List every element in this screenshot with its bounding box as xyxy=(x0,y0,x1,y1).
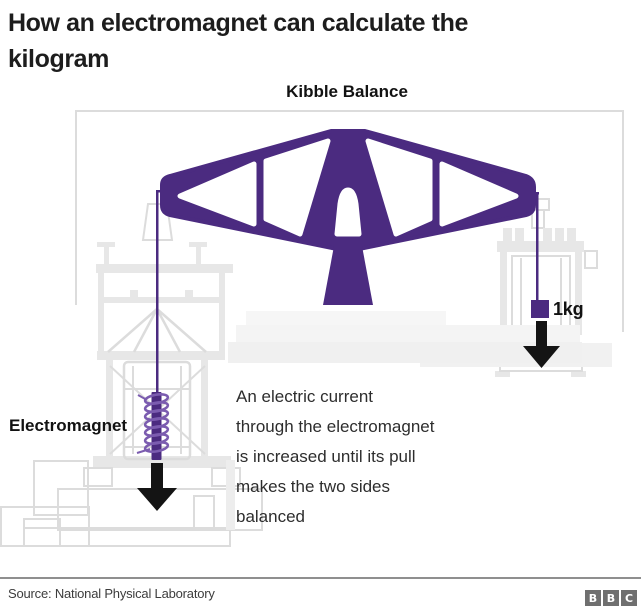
bbc-logo-block: C xyxy=(621,590,637,606)
bbc-logo: B B C xyxy=(585,590,637,606)
caption-line: makes the two sides xyxy=(236,477,391,496)
footer-divider xyxy=(0,577,641,579)
one-kilogram-mass xyxy=(531,300,549,318)
electromagnet-coil xyxy=(136,393,170,454)
beam-pedestal xyxy=(323,246,373,305)
caption-line: balanced xyxy=(236,507,306,526)
source-credit: Source: National Physical Laboratory xyxy=(8,586,215,601)
electromagnet-down-arrow-icon xyxy=(137,463,177,511)
diagram-heading: Kibble Balance xyxy=(286,82,408,101)
page-title: How an electromagnet can calculate the k… xyxy=(8,5,628,77)
caption-line: An electric current xyxy=(236,387,373,406)
caption-line: is increased until its pull xyxy=(236,447,416,466)
bbc-logo-block: B xyxy=(603,590,619,606)
suspension-right xyxy=(529,192,549,318)
explanation-caption: An electric current through the electrom… xyxy=(236,382,476,532)
mass-down-arrow-icon xyxy=(523,321,560,368)
balance-beam xyxy=(160,129,536,305)
electromagnet-label: Electromagnet xyxy=(9,416,128,435)
bbc-logo-block: B xyxy=(585,590,601,606)
caption-line: through the electromagnet xyxy=(236,417,435,436)
page-title-line1: How an electromagnet can calculate the xyxy=(8,9,468,37)
mass-label: 1kg xyxy=(553,299,584,319)
page-title-line2: kilogram xyxy=(8,45,109,73)
